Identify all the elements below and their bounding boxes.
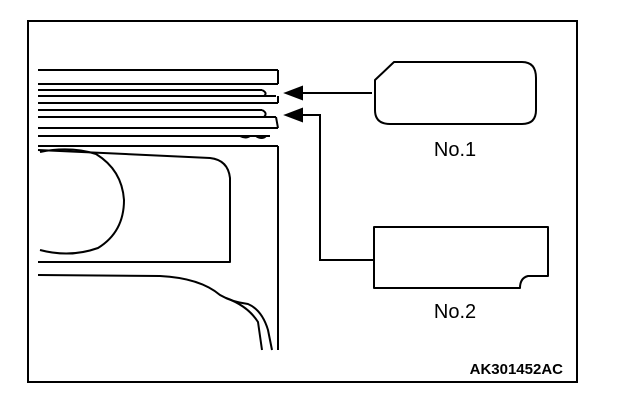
skirt-cavity xyxy=(37,149,231,263)
ring2-leader xyxy=(300,114,374,261)
piston-section xyxy=(37,69,279,351)
ring2-profile xyxy=(373,226,549,289)
lower-skirt xyxy=(37,274,273,351)
ring-notch xyxy=(261,89,267,97)
leader-arrows xyxy=(283,85,374,261)
ring2-label: No.2 xyxy=(434,301,476,323)
ring-notch xyxy=(261,109,267,118)
skirt-boss xyxy=(225,297,263,351)
figure-frame xyxy=(27,20,578,383)
ring2-arrowhead xyxy=(283,107,303,123)
ring1-arrowhead xyxy=(283,85,303,101)
ring-notch xyxy=(239,135,251,139)
ring-notch xyxy=(255,135,267,139)
ring1-profile xyxy=(374,61,537,125)
piston-right-edge xyxy=(275,70,279,350)
pin-boss xyxy=(39,148,125,255)
ring1-label: No.1 xyxy=(434,139,476,161)
figure-code: AK301452AC xyxy=(470,361,564,378)
